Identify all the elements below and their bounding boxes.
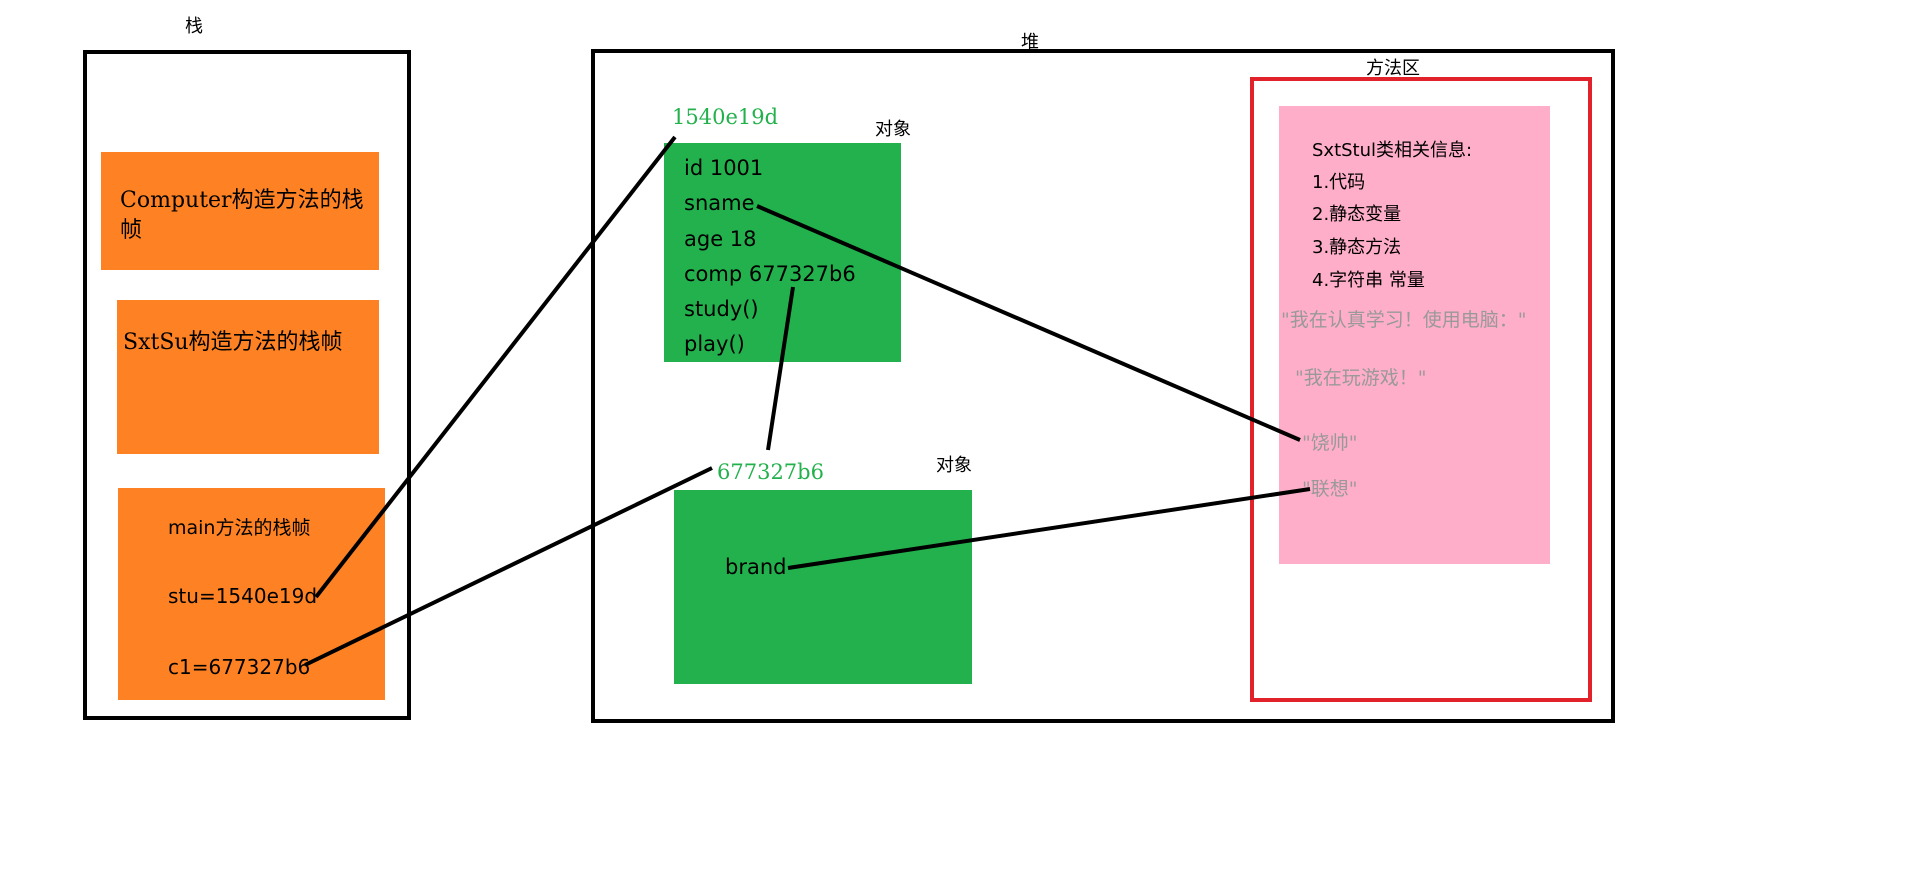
class-info-item-string-constants: 4.字符串 常量 — [1312, 270, 1425, 291]
main-frame-title: main方法的栈帧 — [168, 517, 311, 539]
heap-title: 堆 — [1021, 32, 1039, 53]
stack-frame-computer: Computer构造方法的栈帧 — [101, 152, 379, 270]
main-frame-stu-var: stu=1540e19d — [168, 584, 318, 608]
class-info-item-static-vars: 2.静态变量 — [1312, 204, 1402, 225]
object2-tag: 对象 — [936, 455, 972, 476]
string-constant-studying: "我在认真学习！使用电脑：" — [1281, 309, 1527, 331]
class-info-item-static-methods: 3.静态方法 — [1312, 237, 1402, 258]
string-constant-gaming: "我在玩游戏！" — [1295, 367, 1427, 389]
object1-address: 1540e19d — [672, 105, 779, 129]
object1-field-id: id 1001 — [684, 156, 764, 180]
object1-field-sname: sname — [684, 191, 755, 215]
object1-field-age: age 18 — [684, 227, 757, 251]
string-constant-name: "饶帅" — [1302, 432, 1358, 454]
string-constant-brand: "联想" — [1302, 478, 1358, 500]
object2-address: 677327b6 — [717, 460, 824, 484]
heap-object-computer: brand — [674, 490, 972, 684]
object1-method-play: play() — [684, 332, 745, 356]
class-info-panel: SxtStul类相关信息: 1.代码 2.静态变量 3.静态方法 4.字符串 常… — [1279, 106, 1550, 564]
class-info-item-code: 1.代码 — [1312, 172, 1366, 193]
heap-object-student: id 1001 sname age 18 comp 677327b6 study… — [664, 143, 901, 362]
stack-frame-sxtsu: SxtSu构造方法的栈帧 — [117, 300, 379, 454]
stack-frame-computer-label: Computer构造方法的栈帧 — [120, 188, 364, 243]
object1-field-comp: comp 677327b6 — [684, 262, 856, 286]
method-area-title: 方法区 — [1366, 58, 1420, 79]
stack-frame-sxtsu-label: SxtSu构造方法的栈帧 — [123, 330, 343, 355]
main-frame-c1-var: c1=677327b6 — [168, 655, 311, 679]
object2-field-brand: brand — [725, 555, 787, 579]
stack-frame-main: main方法的栈帧 stu=1540e19d c1=677327b6 — [118, 488, 385, 700]
object1-tag: 对象 — [875, 119, 911, 140]
object1-method-study: study() — [684, 297, 759, 321]
class-info-heading: SxtStul类相关信息: — [1312, 140, 1473, 161]
stack-title: 栈 — [185, 16, 203, 37]
